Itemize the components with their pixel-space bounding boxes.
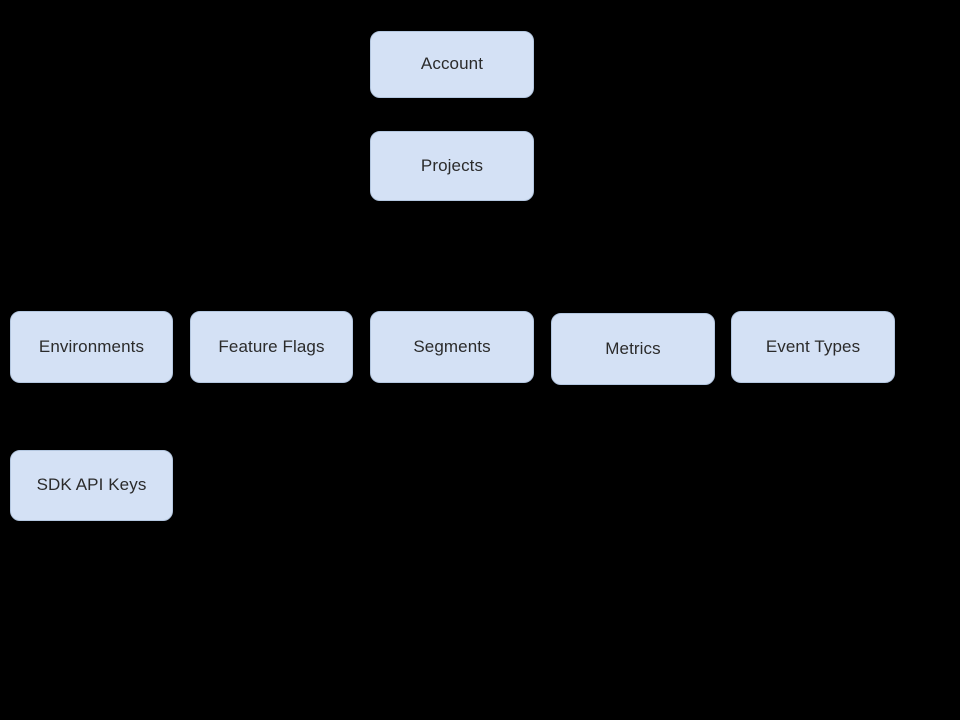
node-projects[interactable]: Projects (370, 131, 534, 201)
node-label-projects: Projects (420, 155, 484, 175)
node-event-types[interactable]: Event Types (731, 311, 895, 383)
node-label-environments: Environments (38, 336, 145, 356)
node-feature-flags[interactable]: Feature Flags (190, 311, 353, 383)
node-account[interactable]: Account (370, 31, 534, 98)
node-environments[interactable]: Environments (10, 311, 173, 383)
node-label-segments: Segments (413, 336, 491, 356)
node-label-metrics: Metrics (605, 338, 661, 358)
node-segments[interactable]: Segments (370, 311, 534, 383)
node-label-event-types: Event Types (765, 336, 861, 356)
node-label-feature-flags: Feature Flags (218, 336, 325, 356)
node-label-account: Account (420, 54, 484, 74)
node-metrics[interactable]: Metrics (551, 313, 715, 385)
node-sdk-api-keys[interactable]: SDK API Keys (10, 450, 173, 521)
node-label-sdk-api-keys: SDK API Keys (36, 475, 147, 495)
